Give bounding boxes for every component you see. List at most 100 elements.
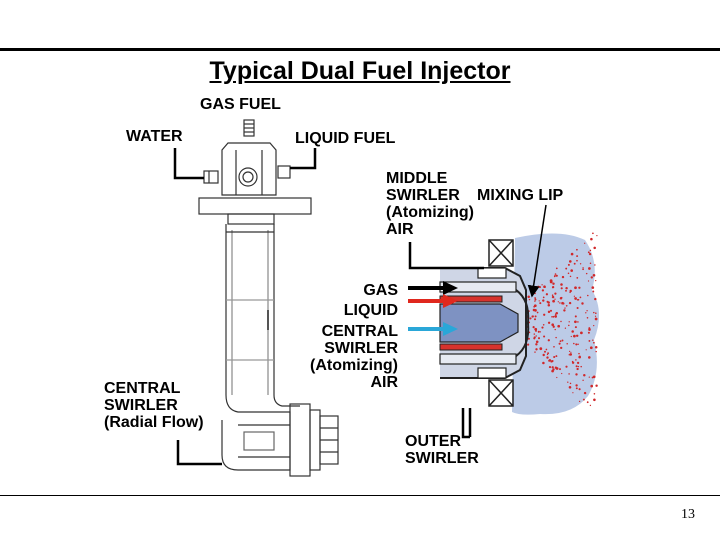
- spray-droplet: [534, 297, 536, 299]
- spray-droplet: [578, 352, 580, 355]
- spray-droplet: [547, 321, 551, 324]
- spray-droplet: [539, 347, 543, 351]
- spray-droplet: [567, 272, 570, 275]
- spray-droplet: [532, 315, 534, 317]
- spray-droplet: [552, 282, 555, 285]
- spray-droplet: [595, 384, 598, 387]
- spray-droplet: [555, 312, 559, 315]
- spray-droplet: [565, 267, 568, 270]
- spray-droplet: [588, 328, 591, 331]
- spray-droplet: [570, 351, 572, 353]
- spray-droplet: [561, 301, 564, 305]
- spray-droplet: [592, 375, 596, 379]
- spray-droplet: [576, 259, 578, 262]
- middle-swirler-line-1: MIDDLE: [386, 170, 448, 187]
- spray-droplet: [580, 331, 583, 335]
- spray-droplet: [577, 343, 579, 345]
- spray-droplet: [577, 365, 580, 368]
- central-swirler-atomizing-line-1: CENTRAL: [321, 323, 398, 340]
- spray-droplet: [589, 404, 592, 407]
- central-core: [439, 303, 519, 343]
- spray-droplet: [586, 317, 589, 319]
- liquid-fitting: [277, 165, 291, 179]
- label-central-swirler-atomizing: CENTRAL SWIRLER (Atomizing) AIR: [310, 323, 398, 391]
- spray-droplet: [546, 300, 549, 303]
- spray-droplet: [552, 315, 555, 318]
- spray-droplet: [527, 337, 530, 340]
- spray-droplet: [558, 342, 561, 345]
- spray-droplet: [580, 365, 582, 368]
- spray-droplet: [547, 352, 550, 355]
- bottom-rule: [0, 495, 720, 496]
- spray-droplet: [545, 348, 548, 351]
- central-swirler-atomizing-line-2: SWIRLER: [324, 340, 398, 357]
- leader-lines-right: [408, 242, 484, 439]
- spray-droplet: [575, 387, 578, 390]
- spray-droplet: [534, 327, 538, 331]
- liquid-passage-bottom: [439, 343, 503, 351]
- nozzle-section: [439, 239, 530, 407]
- spray-droplet: [583, 391, 587, 395]
- spray-droplet: [590, 384, 594, 388]
- spray-droplet: [543, 335, 546, 338]
- spray-droplet: [561, 372, 563, 375]
- spray-droplet: [553, 345, 555, 348]
- spray-droplet: [565, 289, 567, 292]
- spray-droplet: [548, 366, 552, 369]
- spray-droplet: [538, 300, 540, 302]
- spray-droplet: [559, 368, 561, 371]
- spray-droplet: [533, 336, 536, 339]
- spray-droplet: [590, 276, 593, 279]
- spray-droplet: [575, 334, 579, 338]
- spray-droplet: [565, 304, 568, 307]
- spray-droplet: [561, 339, 564, 342]
- spray-droplet: [572, 342, 575, 345]
- spray-droplet: [535, 340, 539, 344]
- gas-arrow-head: [443, 281, 458, 295]
- spray-droplet: [534, 292, 536, 295]
- spray-droplet: [544, 350, 546, 353]
- spray-droplet: [588, 252, 592, 256]
- middle-swirler-line-3: (Atomizing): [386, 204, 474, 221]
- spray-droplet: [586, 401, 589, 404]
- label-middle-swirler: MIDDLE SWIRLER (Atomizing) AIR: [386, 170, 474, 238]
- outer-swirler-line-2: SWIRLER: [405, 450, 479, 467]
- spray-droplet: [567, 263, 570, 266]
- spray-droplet: [539, 331, 542, 333]
- spray-droplet: [596, 234, 598, 237]
- spray-droplet: [568, 321, 570, 323]
- spray-droplet: [551, 323, 555, 327]
- mixing-lip-edge: [515, 289, 530, 357]
- spray-droplet: [588, 267, 591, 270]
- spray-droplet: [594, 317, 598, 321]
- spray-droplet: [565, 286, 568, 290]
- liquid-fuel-leader: [290, 148, 317, 170]
- spray-droplet: [587, 280, 590, 282]
- spray-droplet: [575, 365, 578, 368]
- spray-droplet: [533, 333, 536, 335]
- spray-droplet: [581, 302, 584, 305]
- spray-droplet: [572, 392, 574, 394]
- spray-droplet: [559, 302, 561, 304]
- spray-droplet: [579, 296, 582, 299]
- spray-droplet: [567, 381, 569, 383]
- spray-droplet: [585, 312, 587, 314]
- spray-droplet: [549, 279, 553, 282]
- spray-droplet: [543, 286, 546, 288]
- spray-droplet: [564, 307, 566, 309]
- flow-arrows: [408, 281, 458, 336]
- spray-droplet: [573, 295, 576, 297]
- spray-droplet: [578, 388, 581, 391]
- spray-droplet: [551, 366, 554, 369]
- spray-droplet: [546, 353, 549, 356]
- spray-droplet: [582, 267, 584, 269]
- middle-swirler-line-2: SWIRLER: [386, 187, 460, 204]
- spray-droplet: [595, 312, 597, 314]
- spray-droplet: [542, 361, 545, 365]
- spray-droplet: [592, 290, 595, 293]
- page-number: 13: [681, 507, 695, 522]
- spray-droplet: [569, 353, 573, 356]
- injector-head: [221, 142, 277, 196]
- spray-droplet: [578, 400, 581, 403]
- spray-droplet: [574, 320, 577, 324]
